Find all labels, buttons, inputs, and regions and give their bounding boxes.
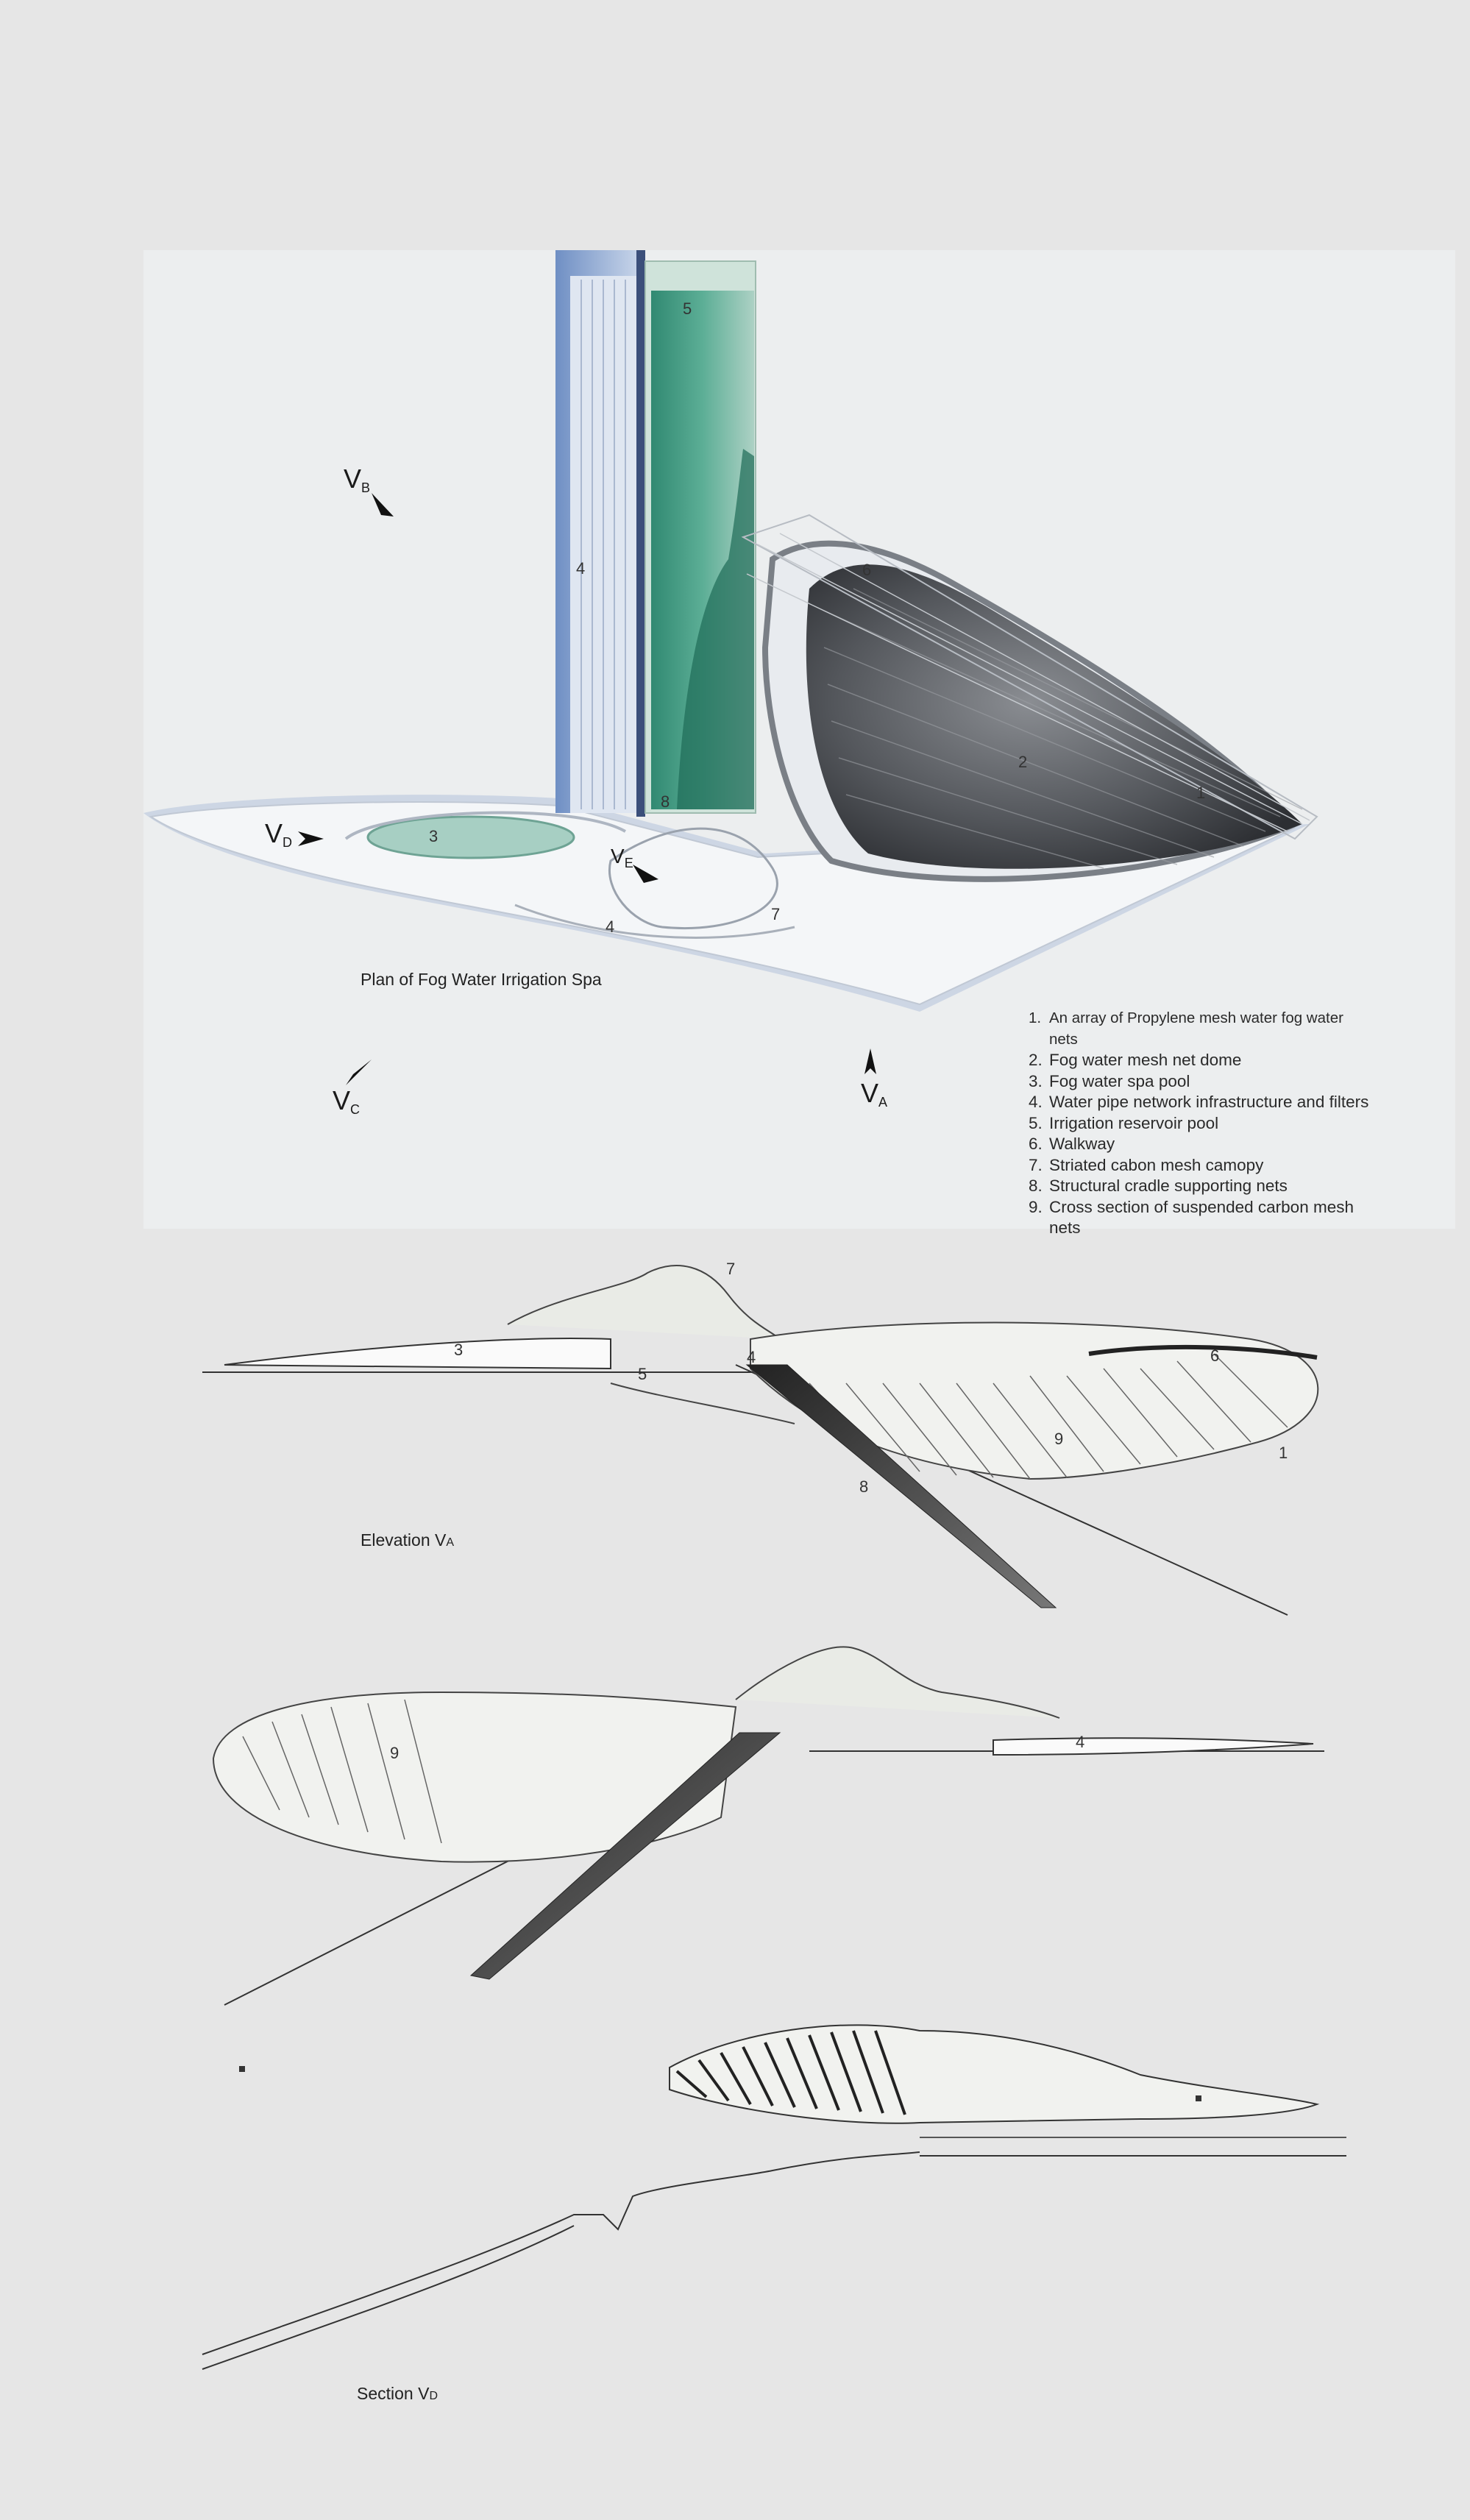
plan-caption: Plan of Fog Water Irrigation Spa — [361, 970, 602, 989]
elev-a-label-6: 6 — [1210, 1346, 1220, 1365]
elevation-a-drawing — [202, 1265, 1319, 1616]
arrow-vb — [372, 493, 394, 517]
elevation-b-hatch — [242, 1699, 442, 1844]
arrow-ve — [633, 865, 658, 883]
spa-pool — [366, 815, 575, 859]
mesh-dome — [806, 564, 1302, 869]
plan-label-3: 3 — [429, 827, 438, 845]
plan-label-6: 6 — [862, 561, 872, 579]
elev-a-label-1: 1 — [1279, 1444, 1288, 1462]
legend-item-5: 5.Irrigation reservoir pool — [1029, 1113, 1219, 1132]
fog-net-rays — [746, 533, 1310, 832]
elevation-a-spa — [224, 1338, 611, 1370]
elev-b-label-9: 9 — [390, 1744, 400, 1762]
legend-item-3: 3.Fog water spa pool — [1029, 1071, 1190, 1090]
arrow-vc — [346, 1060, 372, 1085]
reservoir-foliage — [677, 449, 754, 809]
elevation-a-walkway — [1088, 1344, 1318, 1360]
plan-label-5: 5 — [683, 299, 692, 318]
section-d-striations — [675, 2030, 906, 2115]
elev-a-label-9: 9 — [1054, 1430, 1064, 1448]
section-d-marker-2 — [1196, 2095, 1201, 2101]
pipe-tower-edge — [636, 250, 645, 817]
dome-hatching — [823, 588, 1303, 869]
arrow-vd — [298, 831, 324, 846]
view-marker-vb: VB — [344, 464, 371, 495]
section-d-slope-2 — [202, 2225, 575, 2370]
elevation-b-drawing — [212, 1646, 1324, 2006]
plan-label-4a: 4 — [576, 559, 586, 578]
spa-pool-rim — [344, 811, 626, 840]
elev-a-label-5: 5 — [638, 1365, 647, 1383]
elev-a-label-8: 8 — [859, 1477, 869, 1496]
plan-label-2: 2 — [1018, 753, 1028, 771]
plan-label-7: 7 — [771, 905, 781, 923]
view-marker-vd: VD — [265, 818, 293, 850]
legend-item-8: 8.Structural cradle supporting nets — [1029, 1176, 1288, 1195]
plan-label-1: 1 — [1196, 784, 1206, 802]
elevation-b-walk — [993, 1737, 1314, 1756]
elev-a-label-7: 7 — [726, 1260, 736, 1278]
section-d-canopy — [669, 2024, 1320, 2124]
elevation-b-nets — [212, 1691, 737, 1863]
section-d-marker — [239, 2066, 245, 2072]
elevation-a-nets — [750, 1321, 1319, 1480]
elevation-a-cradle — [745, 1364, 1057, 1608]
view-marker-va: VA — [861, 1078, 888, 1110]
legend-item-4: 4.Water pipe network infrastructure and … — [1029, 1093, 1369, 1111]
section-d-slope — [202, 2151, 920, 2355]
legend: 1.An array of Propylene mesh water fog w… — [1029, 1008, 1374, 1239]
arrow-va — [864, 1048, 876, 1074]
plan-label-8: 8 — [661, 792, 670, 811]
view-marker-vc: VC — [333, 1085, 361, 1117]
legend-item-7: 7.Striated cabon mesh camopy — [1029, 1155, 1264, 1174]
legend-item-9: 9.Cross section of suspended carbon mesh… — [1029, 1197, 1354, 1238]
canopy-flow-2 — [514, 904, 795, 939]
section-d-caption: Section VD — [357, 2384, 438, 2403]
view-marker-ve: VE — [611, 845, 633, 870]
legend-item-2: 2.Fog water mesh net dome — [1029, 1051, 1242, 1069]
legend-item-1: 1.An array of Propylene mesh water fog w… — [1029, 1009, 1343, 1048]
pipe-tower-lines — [580, 280, 626, 809]
plan-drawing — [143, 250, 1318, 1085]
elevation-b-cradle — [469, 1732, 781, 1980]
elevation-a-lower — [610, 1383, 795, 1424]
elevation-a-caption: Elevation VA — [361, 1530, 455, 1550]
elev-a-label-4: 4 — [747, 1348, 756, 1366]
elevation-a-canopy — [507, 1265, 781, 1340]
legend-item-6: 6.Walkway — [1029, 1135, 1115, 1153]
elev-a-label-3: 3 — [454, 1341, 464, 1359]
elevation-b-canopy — [735, 1646, 1060, 1719]
elev-b-label-4: 4 — [1076, 1733, 1085, 1751]
plan-label-4b: 4 — [606, 918, 615, 936]
fog-net-fan — [741, 514, 1318, 840]
canopy-flow — [608, 827, 778, 929]
section-d-drawing — [202, 2024, 1346, 2370]
